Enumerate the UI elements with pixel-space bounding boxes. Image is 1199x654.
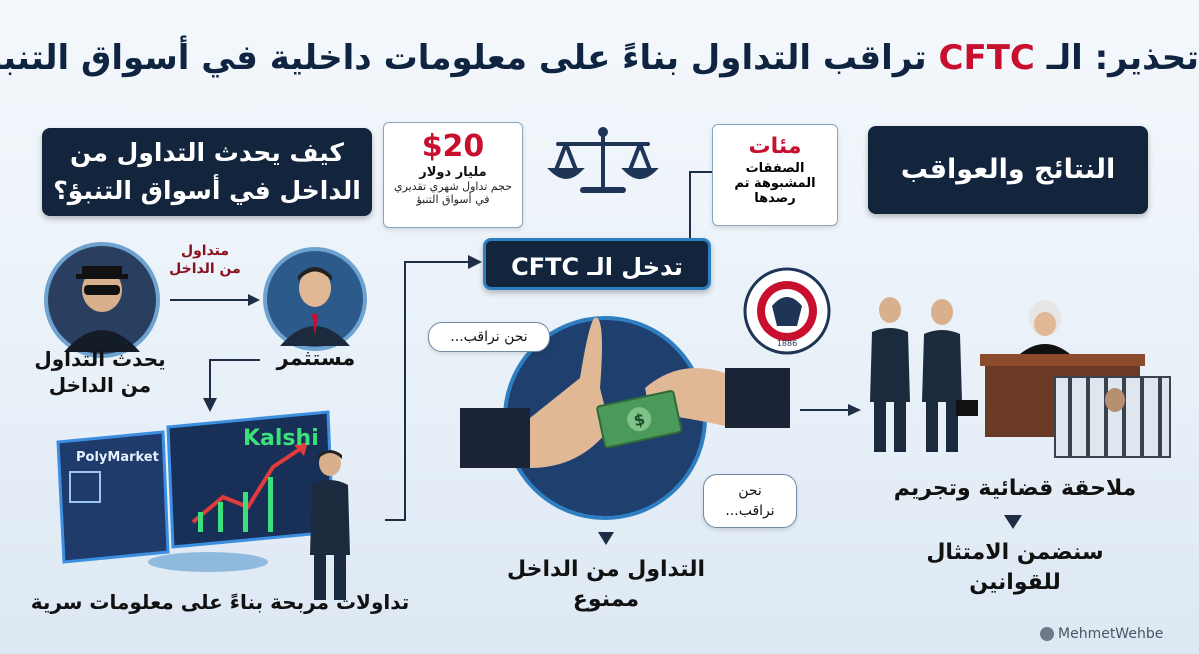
arrowhead-court: [848, 404, 861, 416]
arrow-platform-to-cftc: [385, 261, 470, 521]
investor-caption: مستثمر: [276, 346, 356, 370]
money-icon: $: [596, 390, 683, 449]
line-cases-to-cftc: [689, 171, 712, 250]
stop-hand-and-money-illustration: $: [460, 316, 790, 520]
insider-caption-line1: يحدث التداول: [34, 347, 166, 371]
cases-line2: المشبوهة تم: [734, 176, 816, 191]
cftc-box: تدخل الـ CFTC: [483, 238, 711, 290]
cases-line1: الصفقات: [745, 161, 805, 176]
stop-hand-icon: [530, 317, 610, 468]
speech-bubble-right-line1: نحن: [738, 483, 762, 499]
screens-graphic: [56, 410, 335, 572]
trader-at-screen-icon: [310, 450, 350, 600]
arrowhead-platform: [203, 398, 217, 412]
court-scene-illustration: [870, 297, 1171, 458]
cftc-seal-icon: 1886: [743, 267, 831, 355]
how-line1: كيف يحدث التداول من: [70, 138, 344, 167]
scales-of-justice-icon: [547, 127, 659, 193]
results-box: النتائج والعواقب: [868, 126, 1148, 214]
stat-amount: $20: [421, 129, 485, 164]
prosecution-caption: ملاحقة قضائية وتجريم: [893, 476, 1137, 501]
forbidden-line2: ممنوع: [572, 587, 640, 612]
cases-note: مئات الصفقات المشبوهة تم رصدها: [712, 124, 838, 226]
arrowhead-cftc: [468, 255, 482, 269]
stat-note: $20 مليار دولار حجم تداول شهري تقديري في…: [383, 122, 523, 228]
seal-year: 1886: [777, 339, 797, 348]
agent-figure: [870, 297, 910, 452]
watermark: MehmetWehbe: [1040, 626, 1163, 642]
compliance-caption: سنضمن الامتثال للقوانين: [880, 538, 1150, 598]
page-title: تحذير: الـ CFTC تراقب التداول بناءً على …: [0, 38, 1199, 78]
how-box: كيف يحدث التداول من الداخل في أسواق التن…: [42, 128, 372, 216]
stat-desc1: حجم تداول شهري تقديري: [393, 180, 512, 193]
insider-caption-line2: من الداخل: [48, 373, 152, 397]
cases-count: مئات: [748, 134, 802, 159]
kalshi-logo: Kalshi: [243, 426, 319, 451]
stat-desc2: في أسواق التنبؤ: [416, 193, 490, 206]
arrowhead-investor: [248, 294, 260, 306]
insider-caption: يحدث التداول من الداخل: [20, 346, 180, 398]
profit-trades-caption: تداولات مربحة بناءً على معلومات سرية: [30, 590, 410, 614]
forbidden-line1: التداول من الداخل: [506, 557, 706, 582]
watermark-icon: [1040, 627, 1054, 641]
title-prefix: تحذير: الـ: [1034, 38, 1199, 78]
insider-trader-line1: متداول: [180, 243, 230, 259]
insider-trader-line2: من الداخل: [169, 261, 241, 277]
speech-bubble-left: نحن نراقب...: [428, 322, 550, 352]
arrowhead-forbidden: [598, 532, 614, 545]
polymarket-logo: PolyMarket: [76, 450, 159, 465]
cases-line3: رصدها: [754, 191, 796, 206]
compliance-line2: للقوانين: [969, 570, 1061, 595]
platform-illustration: PolyMarket Kalshi: [56, 410, 358, 572]
investor-icon: [263, 247, 367, 351]
forbidden-caption: التداول من الداخل ممنوع: [480, 555, 732, 615]
how-line2: الداخل في أسواق التنبؤ؟: [53, 176, 361, 205]
speech-bubble-right-line2: نراقب...: [725, 503, 775, 519]
watermark-text: MehmetWehbe: [1058, 626, 1164, 642]
agent-figure-2: [922, 299, 978, 452]
speech-bubble-right: نحن نراقب...: [703, 474, 797, 528]
arrowhead-compliance: [1004, 515, 1022, 529]
hooded-insider-icon: [44, 242, 160, 358]
svg-text:$: $: [632, 409, 647, 430]
insider-trader-label: متداول من الداخل: [160, 242, 250, 278]
title-cftc: CFTC: [938, 38, 1035, 78]
arrow-investor-to-platform: [209, 359, 260, 400]
title-suffix: تراقب التداول بناءً على معلومات داخلية ف…: [0, 38, 939, 78]
compliance-line1: سنضمن الامتثال: [926, 540, 1104, 565]
stat-unit: مليار دولار: [419, 165, 487, 180]
